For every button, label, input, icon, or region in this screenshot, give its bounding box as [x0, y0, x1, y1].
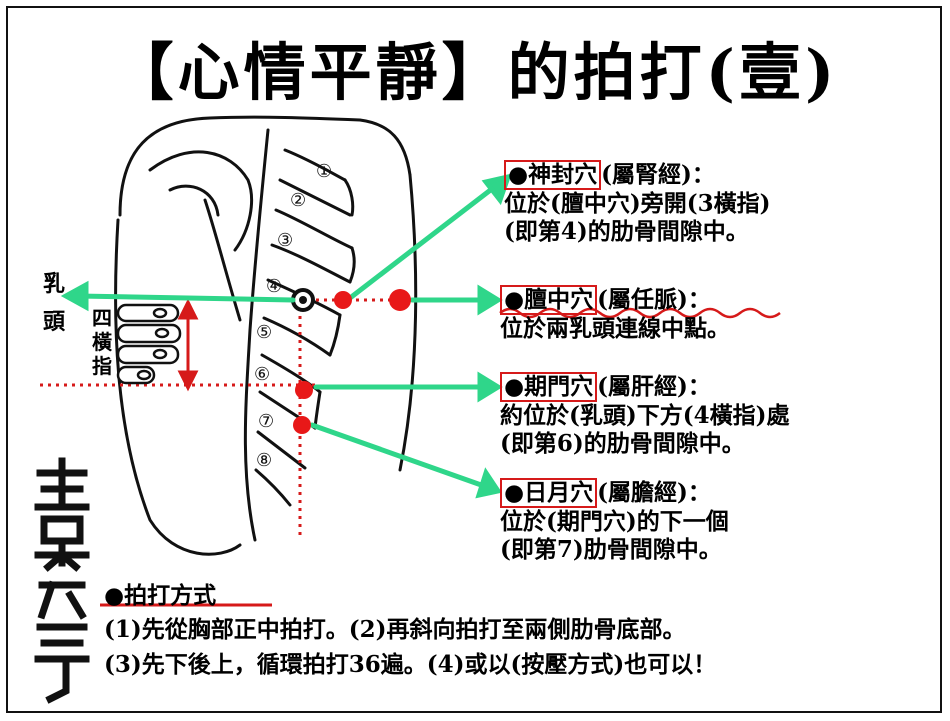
acupoint-dot: [334, 291, 352, 309]
acupoint-dot: [293, 416, 311, 434]
method-line-1: (1)先從胸部正中拍打。(2)再斜向拍打至兩側肋骨底部。: [104, 616, 686, 643]
nipple-label: 乳 頭: [42, 271, 65, 335]
four-fingers-label: 四 橫 指: [92, 306, 112, 378]
page-frame: [6, 6, 942, 713]
rib-number-labels: ① ② ③ ④ ⑤ ⑥ ⑦ ⑧: [254, 161, 332, 471]
rib-number: ③: [277, 230, 293, 251]
calligraphy-logo: [34, 457, 90, 704]
page-title: 【心情平靜】的拍打(壹): [111, 36, 839, 109]
acupoint-name-box: ●膻中穴: [500, 285, 598, 315]
acupoint-shenfeng: ●神封穴(屬腎經)： 位於(膻中穴)旁開(3橫指) (即第4)的肋骨間隙中。: [504, 160, 771, 245]
acupoint-dots: [293, 289, 411, 434]
rib-number: ⑦: [258, 411, 274, 432]
acupoint-qimen: ●期門穴(屬肝經)： 約位於(乳頭)下方(4橫指)處 (即第6)的肋骨間隙中。: [500, 372, 790, 457]
rib-number: ④: [266, 276, 282, 297]
nipple-marker: [291, 288, 315, 312]
acupoint-danzhong: ●膻中穴(屬任脈)： 位於兩乳頭連線中點。: [500, 285, 730, 342]
method-line-2: (3)先下後上，循環拍打36遍。(4)或以(按壓方式)也可以！: [104, 651, 717, 678]
finger-width-arrow: [177, 298, 199, 392]
acupoint-name-box: ●神封穴: [504, 160, 602, 190]
method-heading: ●拍打方式: [104, 582, 217, 609]
rib-number: ②: [290, 190, 306, 211]
pointer-arrows: [60, 173, 512, 499]
acupoint-name-box: ●日月穴: [500, 478, 598, 508]
rib-number: ⑥: [254, 364, 270, 385]
wavy-underline: [499, 307, 781, 319]
four-fingers-icon: [116, 303, 182, 385]
rib-cage: [243, 128, 356, 542]
rib-number: ⑤: [256, 322, 272, 343]
rib-number: ⑧: [256, 450, 272, 471]
acupoint-dot: [389, 289, 411, 311]
acupoint-riyue: ●日月穴(屬膽經)： 位於(期門穴)的下一個 (即第7)肋骨間隙中。: [500, 478, 729, 563]
acupoint-dot: [295, 381, 313, 399]
rib-number: ①: [316, 161, 332, 182]
acupoint-name-box: ●期門穴: [500, 372, 598, 402]
